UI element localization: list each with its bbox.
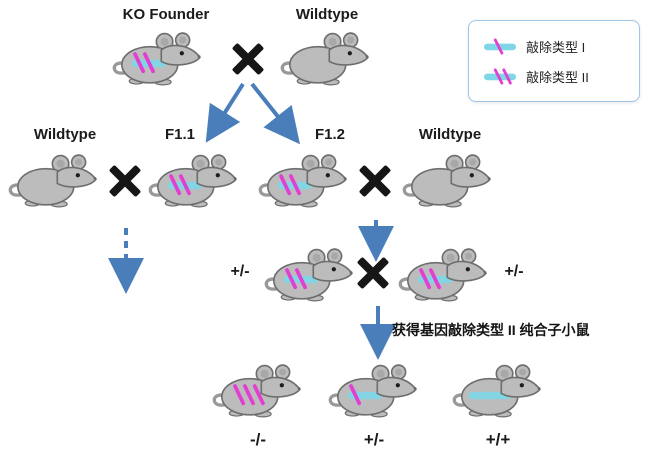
label-het-left: +/- [230, 263, 250, 280]
mouse-ko-founder [112, 24, 204, 94]
mouse-het-right [398, 240, 490, 310]
mouse-wildtype-top [280, 24, 372, 94]
label-wildtype-top: Wildtype [295, 6, 359, 23]
label-genotype-ko: -/- [249, 430, 267, 449]
label-f1-1: F1.1 [164, 126, 195, 143]
knockout-type2-icon [483, 67, 517, 85]
label-genotype-het: +/- [363, 430, 385, 449]
mouse-f1-2 [258, 146, 350, 216]
label-f1-2: F1.2 [314, 126, 345, 143]
cross-icon-het [355, 255, 391, 291]
mouse-wildtype-row2-left [8, 146, 100, 216]
legend-item-label: 敲除类型 II [526, 69, 589, 85]
mouse-f1-1 [148, 146, 240, 216]
legend-box: 敲除类型 I 敲除类型 II [468, 20, 640, 102]
mouse-het-left [264, 240, 356, 310]
mouse-wildtype-row2-right [402, 146, 494, 216]
cross-icon-gen1 [230, 41, 266, 77]
mouse-offspring-ko [212, 356, 304, 426]
label-ko-founder: KO Founder [122, 6, 210, 23]
knockout-type1-icon [483, 37, 517, 55]
mouse-offspring-het [328, 356, 420, 426]
result-caption: 获得基因敲除类型 II 纯合子小鼠 [392, 322, 590, 338]
legend-item-type1: 敲除类型 I [483, 37, 639, 56]
arrow-to-f1-1 [205, 82, 245, 143]
label-genotype-wt: +/+ [485, 430, 511, 449]
mouse-offspring-wt [452, 356, 544, 426]
legend-item-label: 敲除类型 I [526, 39, 586, 55]
label-wildtype-row2-right: Wildtype [418, 126, 482, 143]
cross-icon-f1-1 [107, 163, 143, 199]
legend-item-type2: 敲除类型 II [483, 67, 639, 86]
cross-icon-f1-2 [357, 163, 393, 199]
label-wildtype-row2-left: Wildtype [33, 126, 97, 143]
label-het-right: +/- [504, 263, 524, 280]
